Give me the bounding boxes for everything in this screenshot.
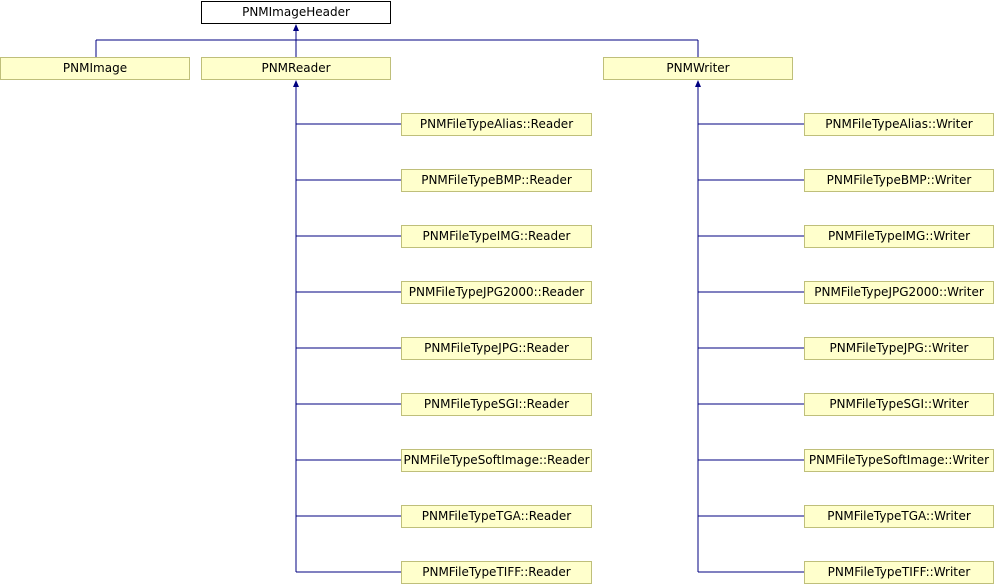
- node-reader-sgi[interactable]: PNMFileTypeSGI::Reader: [401, 393, 592, 416]
- node-writer-tga[interactable]: PNMFileTypeTGA::Writer: [804, 505, 994, 528]
- node-label: PNMFileTypeTGA::Writer: [827, 509, 971, 523]
- node-label: PNMFileTypeSGI::Reader: [423, 397, 570, 411]
- edge-writer-arrowhead: [695, 80, 701, 87]
- edge-root-arrowhead: [293, 24, 299, 31]
- node-label: PNMImageHeader: [242, 5, 350, 19]
- node-label: PNMFileTypeIMG::Reader: [422, 229, 571, 243]
- node-label: PNMFileTypeAlias::Reader: [419, 117, 574, 131]
- node-label: PNMFileTypeIMG::Writer: [827, 229, 971, 243]
- edge-reader-arrowhead: [293, 80, 299, 87]
- node-label: PNMFileTypeSoftImage::Writer: [808, 453, 990, 467]
- node-label: PNMFileTypeBMP::Reader: [421, 173, 572, 187]
- node-pnmreader[interactable]: PNMReader: [201, 57, 391, 80]
- node-reader-tiff[interactable]: PNMFileTypeTIFF::Reader: [401, 561, 592, 584]
- node-label: PNMFileTypeSGI::Writer: [829, 397, 969, 411]
- node-label: PNMFileTypeAlias::Writer: [825, 117, 973, 131]
- node-label: PNMReader: [261, 61, 331, 75]
- node-writer-sgi[interactable]: PNMFileTypeSGI::Writer: [804, 393, 994, 416]
- node-writer-bmp[interactable]: PNMFileTypeBMP::Writer: [804, 169, 994, 192]
- node-reader-bmp[interactable]: PNMFileTypeBMP::Reader: [401, 169, 592, 192]
- node-label: PNMWriter: [666, 61, 730, 75]
- node-writer-tiff[interactable]: PNMFileTypeTIFF::Writer: [804, 561, 994, 584]
- node-pnmimage[interactable]: PNMImage: [0, 57, 190, 80]
- node-reader-tga[interactable]: PNMFileTypeTGA::Reader: [401, 505, 592, 528]
- node-label: PNMFileTypeSoftImage::Reader: [403, 453, 590, 467]
- node-label: PNMFileTypeJPG2000::Reader: [408, 285, 585, 299]
- node-label: PNMFileTypeJPG::Writer: [829, 341, 969, 355]
- node-reader-alias[interactable]: PNMFileTypeAlias::Reader: [401, 113, 592, 136]
- node-reader-img[interactable]: PNMFileTypeIMG::Reader: [401, 225, 592, 248]
- node-label: PNMFileTypeTIFF::Reader: [422, 565, 571, 579]
- node-writer-jpg2000[interactable]: PNMFileTypeJPG2000::Writer: [804, 281, 994, 304]
- node-label: PNMFileTypeJPG2000::Writer: [814, 285, 984, 299]
- node-writer-img[interactable]: PNMFileTypeIMG::Writer: [804, 225, 994, 248]
- node-writer-alias[interactable]: PNMFileTypeAlias::Writer: [804, 113, 994, 136]
- node-writer-softimage[interactable]: PNMFileTypeSoftImage::Writer: [804, 449, 994, 472]
- node-reader-jpg[interactable]: PNMFileTypeJPG::Reader: [401, 337, 592, 360]
- node-reader-softimage[interactable]: PNMFileTypeSoftImage::Reader: [401, 449, 592, 472]
- node-reader-jpg2000[interactable]: PNMFileTypeJPG2000::Reader: [401, 281, 592, 304]
- node-writer-jpg[interactable]: PNMFileTypeJPG::Writer: [804, 337, 994, 360]
- node-pnmimageheader: PNMImageHeader: [201, 1, 391, 24]
- node-label: PNMFileTypeJPG::Reader: [424, 341, 569, 355]
- node-label: PNMFileTypeBMP::Writer: [826, 173, 972, 187]
- node-label: PNMFileTypeTGA::Reader: [421, 509, 572, 523]
- node-label: PNMImage: [62, 61, 128, 75]
- node-pnmwriter[interactable]: PNMWriter: [603, 57, 793, 80]
- node-label: PNMFileTypeTIFF::Writer: [827, 565, 971, 579]
